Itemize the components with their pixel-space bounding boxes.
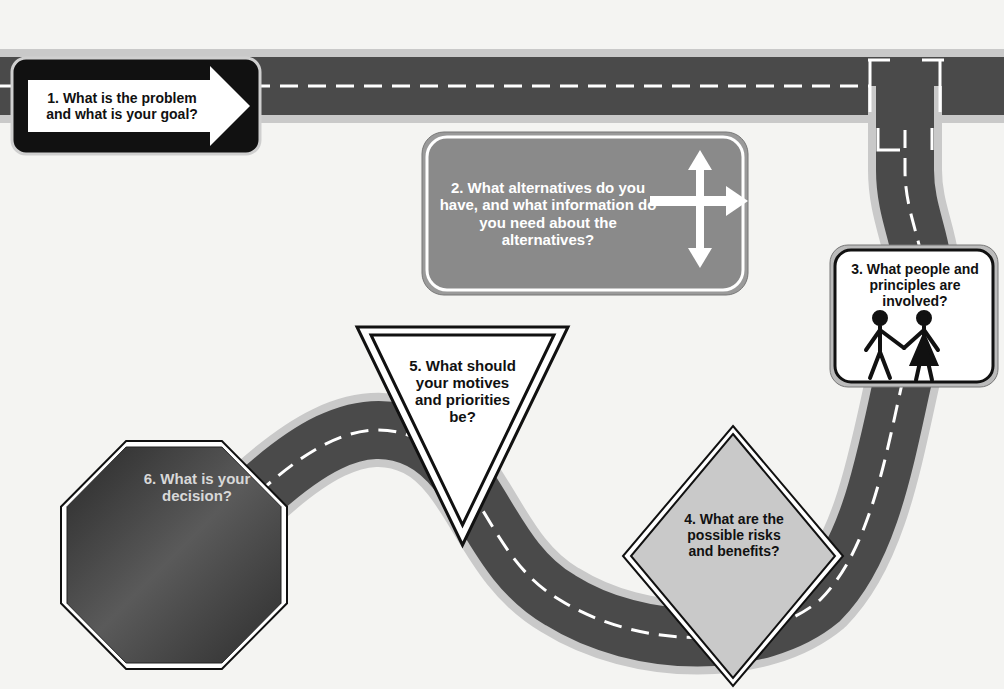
sign-plate (67, 447, 281, 663)
text-area: 6. What is your decision? (122, 454, 272, 520)
text-area: 2. What alternatives do you have, and wh… (438, 150, 658, 277)
sign-text: 2. What alternatives do you have, and wh… (438, 179, 658, 248)
road-sign: 5. What should your motives and prioriti… (355, 325, 570, 547)
text-area: 3. What people and principles are involv… (842, 255, 988, 315)
road-sign: 6. What is your decision? (60, 440, 288, 670)
sign-border (357, 327, 568, 545)
sign-border (830, 245, 998, 387)
sign-text: 5. What should your motives and prioriti… (407, 357, 518, 426)
intersection-marks (868, 60, 944, 150)
text-area: 5. What should your motives and prioriti… (407, 339, 518, 443)
sign-text: 3. What people and principles are involv… (842, 261, 988, 309)
road-sign: 4. What are the possible risks and benef… (622, 425, 844, 687)
text-area: 4. What are the possible risks and benef… (678, 493, 790, 577)
sign-plate (12, 58, 260, 154)
sign-plate (371, 335, 554, 525)
sign-border (623, 426, 843, 686)
sign-plate (631, 434, 835, 678)
sign-border (422, 132, 748, 295)
sign-text: 6. What is your decision? (122, 470, 272, 505)
sign-text: 1. What is the problem and what is your … (38, 90, 206, 122)
text-area: 1. What is the problem and what is your … (38, 80, 206, 132)
road-sign: 3. What people and principles are involv… (830, 245, 998, 387)
sign-arrow (28, 66, 250, 146)
sign-text: 4. What are the possible risks and benef… (678, 511, 790, 559)
sign-border (61, 441, 287, 669)
sign-plate (427, 137, 743, 290)
sign-plate (835, 250, 993, 382)
road-sign: 2. What alternatives do you have, and wh… (422, 132, 748, 295)
road-sign: 1. What is the problem and what is your … (10, 56, 262, 156)
